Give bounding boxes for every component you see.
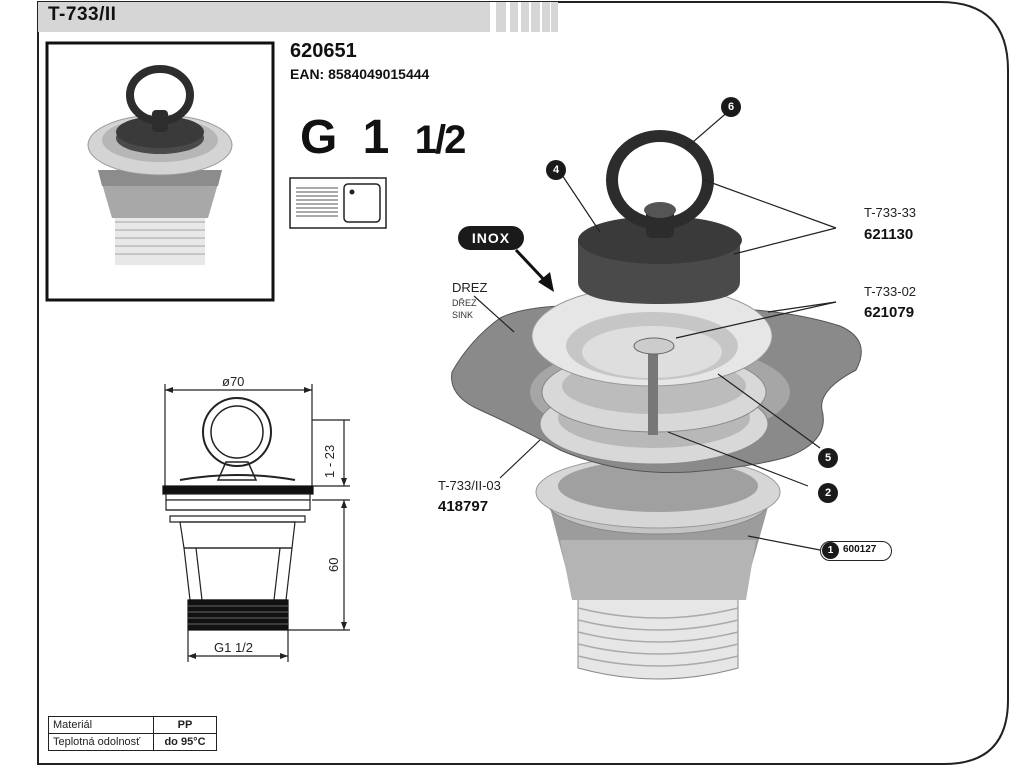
thread-dim-label: G1 1/2 — [214, 640, 254, 655]
table-row: Materiál PP — [48, 716, 217, 734]
header-title: T-733/II — [48, 4, 117, 25]
part-b-code: T-733-02 — [864, 284, 917, 299]
sink-label-cz: DŘEZ — [452, 298, 477, 308]
part-1-number: 1 — [822, 542, 839, 559]
thread-fraction: 1/2 — [414, 118, 467, 162]
badge-6: 6 — [721, 97, 741, 117]
thread-main: G 1 — [300, 111, 396, 164]
sink-label: DREZ — [452, 280, 488, 295]
sink-icon — [289, 177, 387, 229]
spec-key: Materiál — [48, 716, 154, 734]
badge-2: 2 — [818, 483, 838, 503]
product-code: 620651 — [290, 40, 357, 62]
product-photo — [45, 41, 275, 302]
part-b-number: 621079 — [864, 304, 915, 321]
spec-table: Materiál PP Teplotná odolnosť do 95°C — [48, 716, 217, 751]
inox-arrow — [514, 248, 554, 292]
height-top-label: 1 - 23 — [322, 444, 337, 478]
spec-key: Teplotná odolnosť — [48, 733, 154, 751]
spec-value: PP — [153, 716, 217, 734]
part-1-code: 600127 — [843, 544, 877, 555]
thread-size: G 1 1/2 — [300, 110, 467, 165]
part-a-code: T-733-33 — [864, 205, 917, 220]
part-c-number: 418797 — [438, 498, 489, 515]
leader-lines — [473, 109, 837, 551]
dimension-arrows — [165, 387, 347, 659]
dimension-drawing — [162, 384, 350, 662]
badge-4: 4 — [546, 160, 566, 180]
inox-badge: INOX — [458, 226, 524, 250]
ean-code: EAN: 8584049015444 — [290, 66, 430, 82]
part-c-code: T-733/II-03 — [438, 478, 501, 493]
part-a-number: 621130 — [864, 226, 914, 243]
exploded-view — [451, 130, 862, 680]
table-row: Teplotná odolnosť do 95°C — [48, 733, 217, 751]
sink-label-en: SINK — [452, 310, 474, 320]
part-1-pill: 1 600127 — [820, 541, 892, 561]
height-body-label: 60 — [326, 557, 341, 572]
spec-value: do 95°C — [153, 733, 217, 751]
badge-5: 5 — [818, 448, 838, 468]
diameter-label: ø70 — [222, 374, 245, 389]
